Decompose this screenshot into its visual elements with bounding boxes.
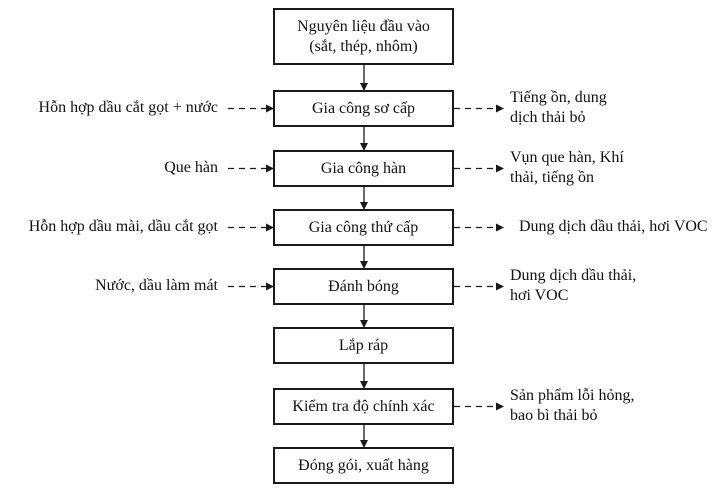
step-label: Gia công sơ cấp	[311, 99, 416, 117]
step-label: Kiểm tra độ chính xác	[292, 397, 435, 415]
output-text: Sản phẩm lỗi hỏng,	[510, 387, 635, 404]
input-text: Hỗn hợp dầu mài, dầu cắt gọt	[28, 218, 218, 235]
input-label-polishing: Nước, dầu làm mát	[95, 276, 218, 296]
step-box-polishing: Đánh bóng	[273, 268, 454, 305]
input-label-secondary: Hỗn hợp dầu mài, dầu cắt gọt	[29, 217, 218, 237]
output-text: Tiếng ồn, dung	[510, 89, 607, 106]
output-label-inspection: Sản phẩm lỗi hỏng, bao bì thải bỏ	[510, 386, 634, 426]
output-label-polishing: Dung dịch dầu thải, hơi VOC	[510, 266, 636, 306]
step-box-welding: Gia công hàn	[273, 150, 454, 187]
step-label: Lắp ráp	[338, 336, 389, 354]
output-text: hơi VOC	[510, 287, 569, 304]
output-label-primary: Tiếng ồn, dung dịch thải bỏ	[510, 88, 607, 128]
output-text: Vụn que hàn, Khí	[510, 149, 624, 166]
output-label-secondary: Dung dịch dầu thải, hơi VOC	[519, 217, 708, 237]
step-label: Gia công hàn	[320, 159, 407, 177]
step-box-packing: Đóng gói, xuất hàng	[273, 447, 454, 484]
input-label-welding: Que hàn	[164, 158, 218, 178]
output-text: dịch thải bỏ	[510, 109, 586, 126]
step-label: Nguyên liệu đầu vào	[297, 17, 430, 35]
input-text: Hỗn hợp dầu cắt gọt + nước	[38, 99, 218, 116]
step-label: (sắt, thép, nhôm)	[309, 37, 418, 55]
step-box-input: Nguyên liệu đầu vào (sắt, thép, nhôm)	[273, 8, 454, 65]
step-box-assembly: Lắp ráp	[273, 327, 454, 364]
input-text: Nước, dầu làm mát	[95, 277, 218, 294]
step-label: Gia công thứ cấp	[308, 218, 419, 236]
step-label: Đóng gói, xuất hàng	[298, 456, 429, 474]
input-text: Que hàn	[164, 159, 218, 176]
output-text: bao bì thải bỏ	[510, 407, 598, 424]
step-box-secondary: Gia công thứ cấp	[273, 209, 454, 246]
output-text: thải, tiếng ồn	[510, 169, 594, 186]
input-label-primary: Hỗn hợp dầu cắt gọt + nước	[39, 98, 218, 118]
step-box-primary: Gia công sơ cấp	[273, 90, 454, 127]
output-text: Dung dịch dầu thải,	[510, 267, 637, 284]
step-box-inspection: Kiểm tra độ chính xác	[273, 388, 454, 425]
output-text: Dung dịch dầu thải, hơi VOC	[519, 218, 708, 235]
step-label: Đánh bóng	[328, 277, 399, 295]
output-label-welding: Vụn que hàn, Khí thải, tiếng ồn	[510, 148, 624, 188]
